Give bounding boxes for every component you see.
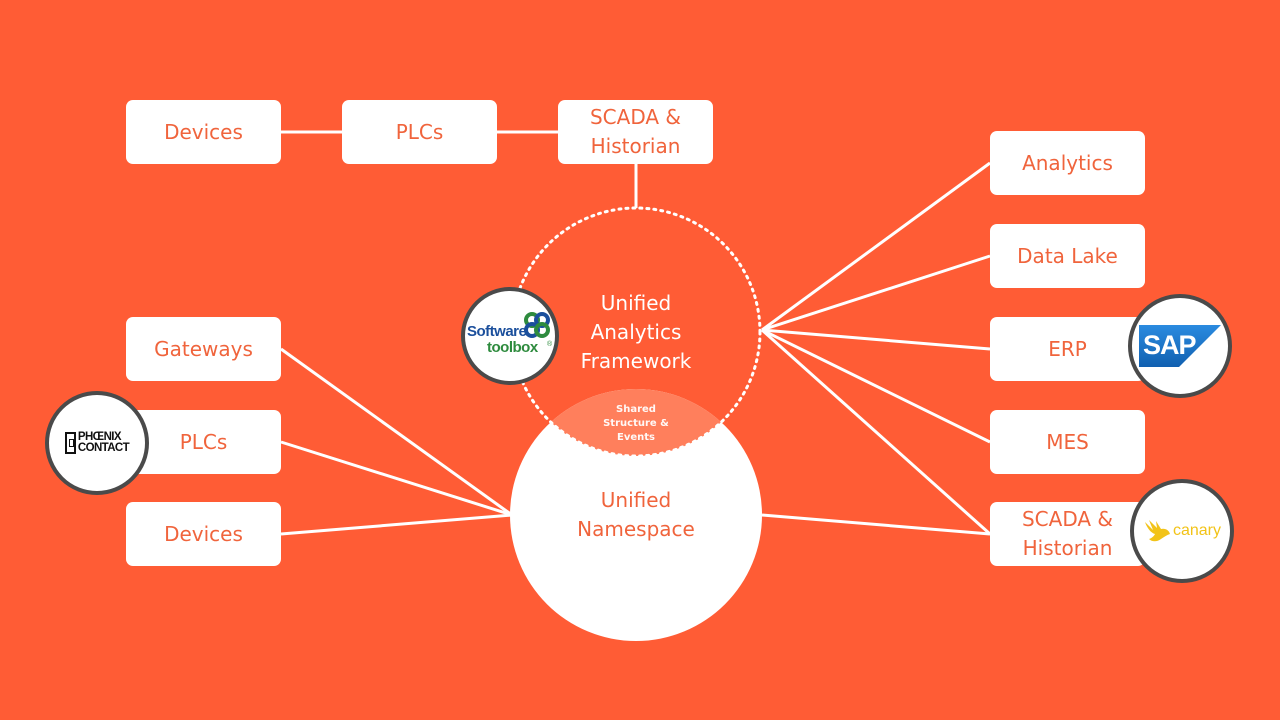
connector-uns-scada-right bbox=[761, 513, 991, 536]
top-devices-box[interactable]: Devices bbox=[126, 100, 281, 164]
right-data-lake-label: Data Lake bbox=[1017, 243, 1118, 268]
right-erp-box[interactable]: ERP bbox=[990, 317, 1145, 381]
unified-namespace-circle bbox=[510, 389, 762, 641]
left-gateways-box[interactable]: Gateways bbox=[126, 317, 281, 381]
sap-banner-icon bbox=[1139, 325, 1221, 367]
connector-uaf-analytics bbox=[761, 161, 991, 332]
software-toolbox-knot-icon bbox=[524, 312, 550, 338]
canary-bird-icon: canary bbox=[1143, 518, 1221, 544]
software-toolbox-line2: toolbox bbox=[487, 339, 538, 356]
top-devices-label: Devices bbox=[164, 119, 243, 144]
phoenix-contact-logo: PHŒNIX CONTACT bbox=[45, 391, 149, 495]
top-plcs-label: PLCs bbox=[395, 119, 444, 144]
canary-logo: canary bbox=[1130, 479, 1234, 583]
phoenix-contact-line2: CONTACT bbox=[77, 442, 130, 454]
left-devices-label: Devices bbox=[164, 521, 243, 546]
left-gateways-label: Gateways bbox=[154, 336, 253, 361]
right-erp-label: ERP bbox=[1048, 336, 1087, 361]
right-mes-box[interactable]: MES bbox=[990, 410, 1145, 474]
uns-label: Unified Namespace bbox=[577, 488, 695, 541]
phoenix-contact-line1: PHŒNIX bbox=[77, 431, 122, 443]
left-plcs-label: PLCs bbox=[179, 429, 228, 454]
connector-uaf-scada-right bbox=[760, 328, 992, 536]
connector-uaf-erp bbox=[761, 328, 991, 351]
right-analytics-label: Analytics bbox=[1022, 150, 1113, 175]
phoenix-contact-mark-icon bbox=[64, 432, 76, 454]
sap-text: SAP bbox=[1143, 330, 1197, 360]
right-data-lake-box[interactable]: Data Lake bbox=[990, 224, 1145, 288]
top-plcs-box[interactable]: PLCs bbox=[342, 100, 497, 164]
unified-analytics-framework-circle bbox=[510, 206, 762, 458]
left-devices-box[interactable]: Devices bbox=[126, 502, 281, 566]
software-toolbox-icon: Software toolbox ® bbox=[467, 311, 553, 361]
sap-logo: SAP bbox=[1128, 294, 1232, 398]
uaf-label: Unified Analytics Framework bbox=[580, 291, 692, 373]
top-scada-historian-label: SCADA & Historian bbox=[589, 105, 682, 158]
right-analytics-box[interactable]: Analytics bbox=[990, 131, 1145, 195]
right-scada-historian-label: SCADA & Historian bbox=[1021, 507, 1114, 560]
software-toolbox-logo: Software toolbox ® bbox=[461, 287, 559, 385]
connector-plcs-uns bbox=[280, 440, 513, 517]
connector-devices-uns bbox=[280, 513, 513, 536]
connector-uaf-datalake bbox=[761, 254, 991, 332]
software-toolbox-line1: Software bbox=[467, 323, 527, 340]
top-scada-historian-box[interactable]: SCADA & Historian bbox=[558, 100, 713, 164]
right-mes-label: MES bbox=[1046, 429, 1089, 454]
left-plcs-box[interactable]: PLCs bbox=[126, 410, 281, 474]
connector-uaf-mes bbox=[761, 328, 991, 444]
software-toolbox-registered-mark: ® bbox=[547, 341, 553, 348]
phoenix-contact-icon: PHŒNIX CONTACT bbox=[64, 431, 130, 454]
sap-icon: SAP bbox=[1139, 325, 1221, 367]
right-scada-historian-box[interactable]: SCADA & Historian bbox=[990, 502, 1145, 566]
canary-text: canary bbox=[1172, 522, 1222, 539]
shared-structure-label: Shared Structure & Events bbox=[603, 404, 669, 443]
connector-gateways-uns bbox=[280, 347, 513, 517]
canary-bird-shape-icon bbox=[1144, 520, 1170, 542]
